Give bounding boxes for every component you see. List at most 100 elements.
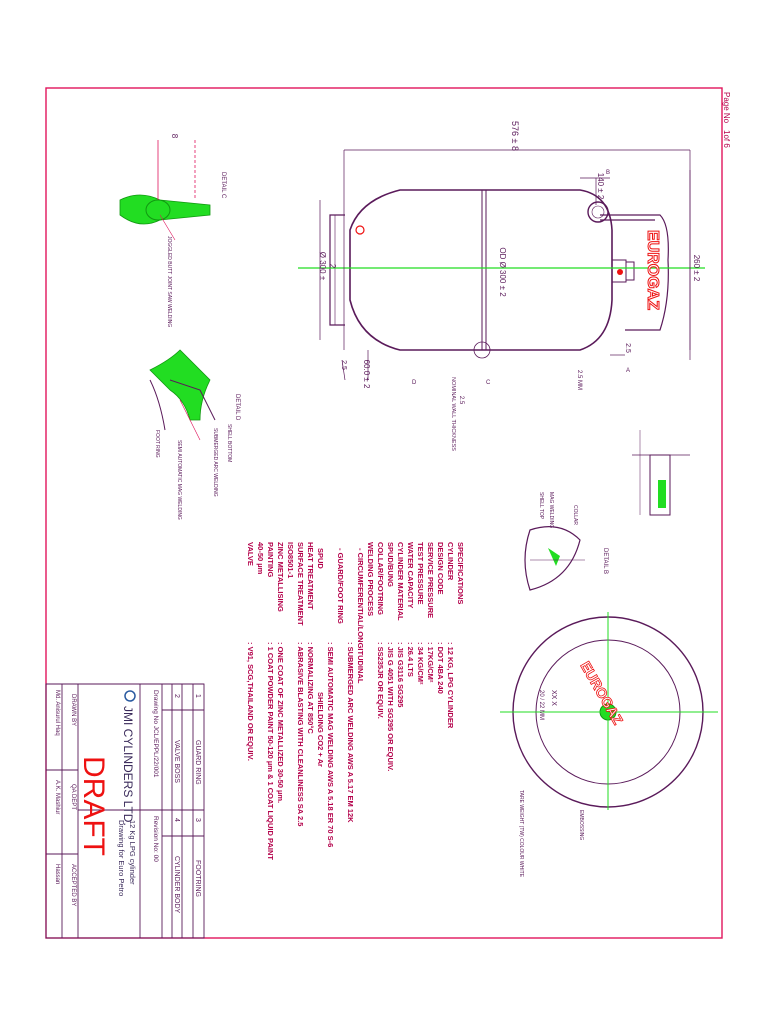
dim-overall: 576 ± 8 [510,121,520,151]
part-2-no: 2 [173,694,180,698]
plan-emboss: EMBOSSING [578,810,584,840]
draft-stamp: DRAFT [77,756,110,856]
plan-view [500,612,718,810]
part-4-no: 4 [173,818,180,822]
specifications: SPECIFICATIONS CYLINDER : 12 KG, LPG CYL… [246,542,465,860]
revision-number: Revision No: 00 [152,816,159,862]
part-3-no: 3 [194,818,201,822]
valve-mark [617,269,623,275]
spec-row-v: : JIS G 4051 WITH SG295 OR EQUIV. [386,642,395,771]
spec-row-v: : 26.4 LTS [406,642,415,677]
spec-row-k: SERVICE PRESSURE [426,542,435,618]
page-number: 1of 6 [722,130,731,148]
part-1-no: 1 [194,694,201,698]
dim-25mm: 2.5 MM [576,370,582,390]
spec-zincb: : ONE COAT OF ZINC METALLIZED 30-50 µm. [276,642,285,803]
qa-name: A.K. Mashiur [54,780,60,814]
spec-row-v: : JIS G3116 SG295 [396,642,405,707]
spec-row-v: : 12 KG, LPG CYLINDER [446,642,455,729]
detail-d-mag: SEMI AUTOMATIC MAG WELDING [176,440,182,520]
spec-st: SURFACE TREATMENT [296,542,305,626]
brand-logo: EUROGAZ [644,230,661,310]
spec-row-v: : 34 KG/CM² [416,642,425,685]
spec-row-k: CYLINDER MATERIAL [396,542,405,621]
valve-boss [611,259,635,283]
spec-paint: PAINTING [266,542,275,577]
callout-a: A [626,368,630,374]
part-1-name: GUARD RING [194,740,201,785]
drawing-title-2: Drawing for Euro Petro [117,820,126,896]
spec-welding-1: - CIRCUMFERENTIAL/LONGITUDINAL [356,548,365,684]
spec-ht: HEAT TREATMENT [306,542,315,610]
spec-welding-3: SPUD [316,548,325,569]
detail-c-drawing [119,140,211,241]
dim-300: Ø 300 ± [318,252,327,281]
detail-b-collar: COLLAR [572,505,578,525]
dim-od: OD Ø 300 ± 2 [498,247,507,297]
spec-zinc: ZINC METALLISING [276,542,285,612]
plan-tare: TARE WEIGHT (TW) COLOUR WHITE [518,790,524,878]
sheet-border [45,87,723,939]
detail-a-drawing [632,430,690,516]
spec-row-v: : DOT 4BA 240 [436,642,445,694]
dim-2: 2 [328,264,337,269]
spec-welding-2b: : SEMI AUTOMATIC MAG WELDING AWS A 5.18 … [326,642,335,847]
spec-stb: : ABRASIVE BLASTING WITH CLEANLINESS SA … [296,642,305,826]
company-logo [124,690,136,702]
detail-d-drawing [149,349,216,441]
accepted-by-name: Hassan [54,864,60,884]
spec-row-k: SPUD/BUNG [386,542,395,587]
detail-b-shell: SHELL TOP [538,492,544,520]
page-label: Page No [722,92,731,124]
dim-wall-a: 2.5 [458,396,464,405]
detail-c-note: JOGGLED BUTT JOINT SAW WELDING [166,236,172,327]
callout-d: D [412,380,417,386]
dimension-lines [319,149,691,381]
spec-row-v: : 17KG/CM² [426,642,435,683]
spec-row-k: TEST PRESSURE [416,542,425,605]
spec-welding-3b: SHIELDING CO2 + Ar [316,692,325,767]
spec-paint2: 40-50 µm [256,542,265,575]
dim-25b: 2.5 [624,343,631,353]
company-name: JMI CYLINDERS LTD. [121,706,135,826]
detail-d-shell: SHELL BOTTOM [226,424,232,462]
spec-row-v: : SS235JR OR EQUIV. [376,642,385,719]
part-2-name: VALVE BOSS [173,740,180,783]
callout-b: B [606,170,610,176]
drawing-title-1: 12 Kg LPG cylinder [128,820,137,885]
guard-ring [587,201,669,331]
detail-c-dim: 8 [170,134,179,139]
spec-heading: SPECIFICATIONS [456,542,465,604]
title-block [45,683,205,939]
detail-d-label: DETAIL D [234,394,240,421]
detail-b-drawing [524,526,585,591]
detail-c-label: DETAIL C [220,172,226,199]
dim-260: 260 ± 2 [692,255,701,282]
spec-row-k: WELDING PROCESS [366,542,375,616]
part-4-name: CYLINDER BODY [173,856,180,914]
spec-htb: : NORMALIZING AT 850°C [306,642,315,734]
weld-mark [355,225,365,235]
detail-b-label: DETAIL B [602,548,608,574]
dim-140: 140 ± 2 [596,173,605,200]
spec-welding-2: - GUARD/FOOT RING [336,548,345,624]
detail-b-mag: MAG WELDING [548,492,554,528]
part-3-name: FOOTRING [194,860,201,897]
spec-valveb: : V91, SCG,THAILAND OR EQUIV. [246,642,255,761]
spec-row-k: WATER CAPACITY [406,542,415,608]
foot-ring [329,214,345,326]
detail-d-sub: SUBMERGED ARC WELDING [212,428,218,497]
detail-d-foot: FOOT RING [154,430,160,458]
callout-c: C [486,380,491,386]
drawing-number: Drawing No JCL/EPPL/22/001 [152,690,159,778]
spec-welding-1b: : SUBMERGED ARC WELDING AWS A 5.17 EM 12… [346,642,355,823]
drawn-by-label: DRAWN BY [70,694,76,726]
dim-60: 60.0 ± 2 [362,360,371,389]
plan-code: XX X [550,690,557,706]
plan-size: 20 / 22 MM [538,690,544,720]
cylinder-elevation [349,189,613,351]
accepted-by-label: ACCEPTED BY [70,864,76,906]
dim-wall-b: NOMINAL WALL THICKNESS [450,377,456,451]
spec-row-k: DESIGN CODE [436,542,445,595]
